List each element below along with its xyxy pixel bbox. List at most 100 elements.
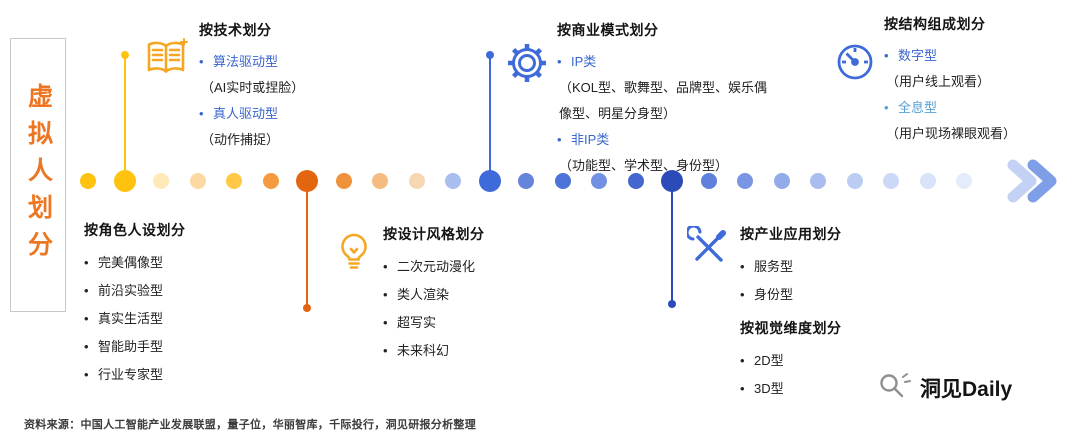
timeline-dot: [518, 173, 534, 189]
item-text: 2D型: [754, 353, 784, 368]
vertical-title-box: 虚拟人划分: [10, 38, 66, 312]
list-item: • 行业专家型: [84, 361, 244, 389]
connector-line-design: [303, 181, 311, 312]
bullet: •: [740, 287, 745, 302]
item-text: 未来科幻: [397, 343, 450, 358]
group-technology: 按技术划分 •算法驱动型 （AI实时或捏脸） •真人驱动型 （动作捕捉）: [199, 20, 371, 153]
list-item: • 2D型: [740, 347, 900, 375]
bullet: •: [884, 100, 889, 115]
bullet: •: [740, 259, 745, 274]
list-item: •真人驱动型: [199, 101, 371, 127]
timeline-dot: [408, 173, 425, 189]
bullet: •: [84, 367, 89, 382]
item-text: （KOL型、歌舞型、品牌型、娱乐偶像型、明星分身型）: [559, 80, 768, 121]
gear-icon: [504, 40, 550, 91]
connector-line-technology: [120, 51, 129, 181]
connector-cap: [120, 51, 129, 59]
bulb-icon: [333, 230, 375, 277]
connector-line-business: [485, 51, 494, 181]
list-item: • 智能助手型: [84, 333, 244, 361]
item-text: 非IP类: [571, 132, 610, 147]
list-item: •二次元动漫化: [383, 253, 555, 281]
list-item: • 前沿实验型: [84, 277, 244, 305]
list-item: •完美偶像型: [84, 249, 244, 277]
list-item: • 未来科幻: [383, 337, 555, 365]
brand-text: 洞见Daily: [920, 377, 1013, 401]
item-text: 3D型: [754, 381, 784, 396]
timeline-dot: [445, 173, 461, 189]
list-item: •真实生活型: [84, 305, 244, 333]
item-text: （用户线上观看）: [886, 74, 991, 89]
timeline-dot: [262, 173, 279, 189]
bullet: •: [557, 54, 562, 69]
list-item: • 全息型: [884, 95, 1080, 121]
source-note: 资料来源：中国人工智能产业发展联盟，量子位，华丽智库，千际投行，洞见研报分析整理: [24, 419, 476, 431]
arrow-icon: [1004, 156, 1064, 211]
tools-icon: [685, 224, 729, 273]
bullet: •: [84, 283, 89, 298]
connector-cap: [485, 51, 494, 59]
item-text: 真实生活型: [98, 311, 164, 326]
group-structure: 按结构组成划分 • 数字型 （用户线上观看） • 全息型 （用户现场裸眼观看）: [884, 14, 1080, 147]
item-text: 智能助手型: [98, 339, 164, 354]
group-structure-heading: 按结构组成划分: [884, 16, 986, 32]
bullet: •: [557, 132, 562, 147]
bullet: •: [383, 287, 388, 302]
group-technology-heading: 按技术划分: [199, 22, 272, 38]
list-item: •超写实: [383, 309, 555, 337]
group-business: 按商业模式划分 •IP类 （KOL型、歌舞型、品牌型、娱乐偶像型、明星分身型） …: [557, 20, 779, 179]
timeline-dot: [846, 173, 863, 189]
group-persona-heading: 按角色人设划分: [84, 222, 186, 238]
item-text: 全息型: [898, 100, 938, 115]
bullet: •: [84, 255, 89, 270]
list-item: （功能型、学术型、身份型）: [557, 153, 779, 179]
item-text: 前沿实验型: [98, 283, 164, 298]
list-item: • 类人渲染: [383, 281, 555, 309]
item-text: 行业专家型: [98, 367, 164, 382]
connector-line-industry: [668, 181, 676, 308]
item-text: IP类: [571, 54, 597, 69]
connector-cap: [303, 304, 311, 312]
book-icon: [143, 36, 189, 87]
list-item: • IP类: [557, 49, 779, 75]
bullet: •: [199, 54, 204, 69]
group-industry-heading: 按产业应用划分: [740, 226, 842, 242]
group-design-heading: 按设计风格划分: [383, 226, 485, 242]
group-industry: 按产业应用划分 • 服务型 • 身份型 按视觉维度划分 • 2D型 • 3D型: [740, 224, 900, 403]
bullet: •: [383, 259, 388, 274]
timeline-dot: [372, 173, 388, 189]
timeline-dot: [189, 173, 206, 189]
item-text: 类人渲染: [397, 287, 450, 302]
bullet: •: [740, 353, 745, 368]
list-item: （AI实时或捏脸）: [199, 75, 371, 101]
bullet: •: [884, 48, 889, 63]
connector-cap: [668, 300, 676, 308]
group-design: 按设计风格划分 •二次元动漫化 • 类人渲染 •超写实 • 未来科幻: [383, 224, 555, 365]
timeline-dot: [919, 173, 936, 189]
bullet: •: [740, 381, 745, 396]
list-item: （用户现场裸眼观看）: [884, 121, 1080, 147]
group-business-heading: 按商业模式划分: [557, 22, 659, 38]
gauge-icon: [833, 40, 877, 89]
bullet: •: [383, 315, 388, 330]
timeline-dot: [883, 173, 899, 189]
bullet: •: [84, 339, 89, 354]
group-persona: 按角色人设划分 •完美偶像型 •前沿实验型 •真实生活型 •智能助手型 •行业专…: [84, 220, 244, 389]
timeline-dot: [956, 173, 972, 189]
item-text: （AI实时或捏脸）: [201, 80, 305, 95]
item-text: 真人驱动型: [213, 106, 279, 121]
timeline-dot: [335, 173, 352, 189]
item-text: （动作捕捉）: [201, 132, 280, 147]
group-visual-heading: 按视觉维度划分: [740, 320, 842, 336]
bullet: •: [383, 343, 388, 358]
timeline-dot: [226, 173, 242, 189]
item-text: 身份型: [754, 287, 794, 302]
timeline-dot: [153, 173, 169, 189]
list-item: • 服务型: [740, 253, 900, 281]
list-item: • 3D型: [740, 375, 900, 403]
item-text: （功能型、学术型、身份型）: [559, 158, 729, 173]
item-text: 服务型: [754, 259, 794, 274]
item-text: （用户现场裸眼观看）: [886, 126, 1017, 141]
item-text: 数字型: [898, 48, 938, 63]
